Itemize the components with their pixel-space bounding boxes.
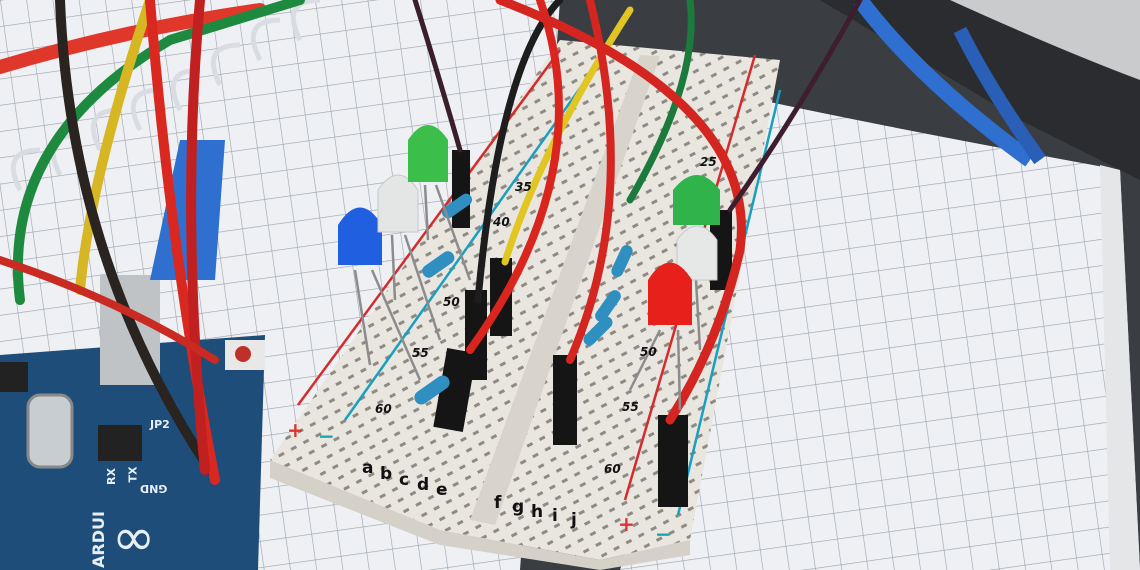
column-letter: e [436,480,448,500]
arduino-gnd-label: GND [140,482,168,495]
row-number: 50 [443,295,460,309]
rail-plus-label: + [287,418,304,442]
row-number: 50 [640,345,657,359]
column-letter: c [399,470,410,490]
row-number: 25 [700,155,717,169]
usb-cable [853,0,1035,167]
arduino-brand-label: ARDUI [88,511,108,568]
column-letter: a [362,458,374,478]
rail-minus-label: − [318,424,335,448]
arduino-rx-label: RX [104,468,118,485]
row-number: 60 [375,402,392,416]
row-number: 60 [604,462,621,476]
leds [338,125,720,325]
rail-plus-label: + [618,512,635,536]
row-number: 40 [493,215,510,229]
row-number: 35 [515,180,532,194]
column-letter: f [494,493,502,513]
arduino-logo-icon: ∞ [112,508,156,568]
column-letter: b [380,464,393,484]
column-letter: i [552,506,558,526]
arduino-jp2-label: JP2 [150,418,170,431]
breadboard-body [270,40,780,560]
column-letter: g [512,497,525,517]
row-number: 55 [622,400,639,414]
rail-minus-label: − [655,522,672,546]
row-number: 55 [412,346,429,360]
resistors [414,193,633,405]
arduino-tx-label: TX [126,466,140,483]
column-letter: d [417,475,430,495]
column-letter: j [571,510,577,530]
column-letter: h [531,502,544,522]
